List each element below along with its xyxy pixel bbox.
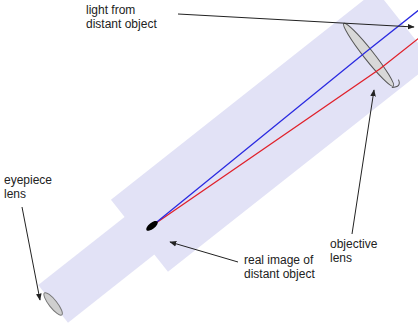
telescope-tube [111, 0, 418, 272]
part-label: eyepiece lens [4, 174, 66, 202]
leader-line [352, 90, 374, 234]
part-label: real image of distant object [244, 254, 332, 282]
red-ray [153, 5, 418, 239]
real-image [145, 219, 160, 232]
part-label: objective lens [330, 238, 392, 266]
leader-line [170, 242, 238, 262]
blue-ray [150, 2, 418, 225]
leader-line [178, 14, 414, 27]
part-label: light from distant object [86, 4, 174, 32]
eyepiece-lens [41, 290, 65, 317]
lens-mount [391, 80, 402, 90]
leader-line [22, 207, 40, 300]
objective-lens [340, 20, 397, 89]
eyepiece-tube [38, 216, 156, 323]
